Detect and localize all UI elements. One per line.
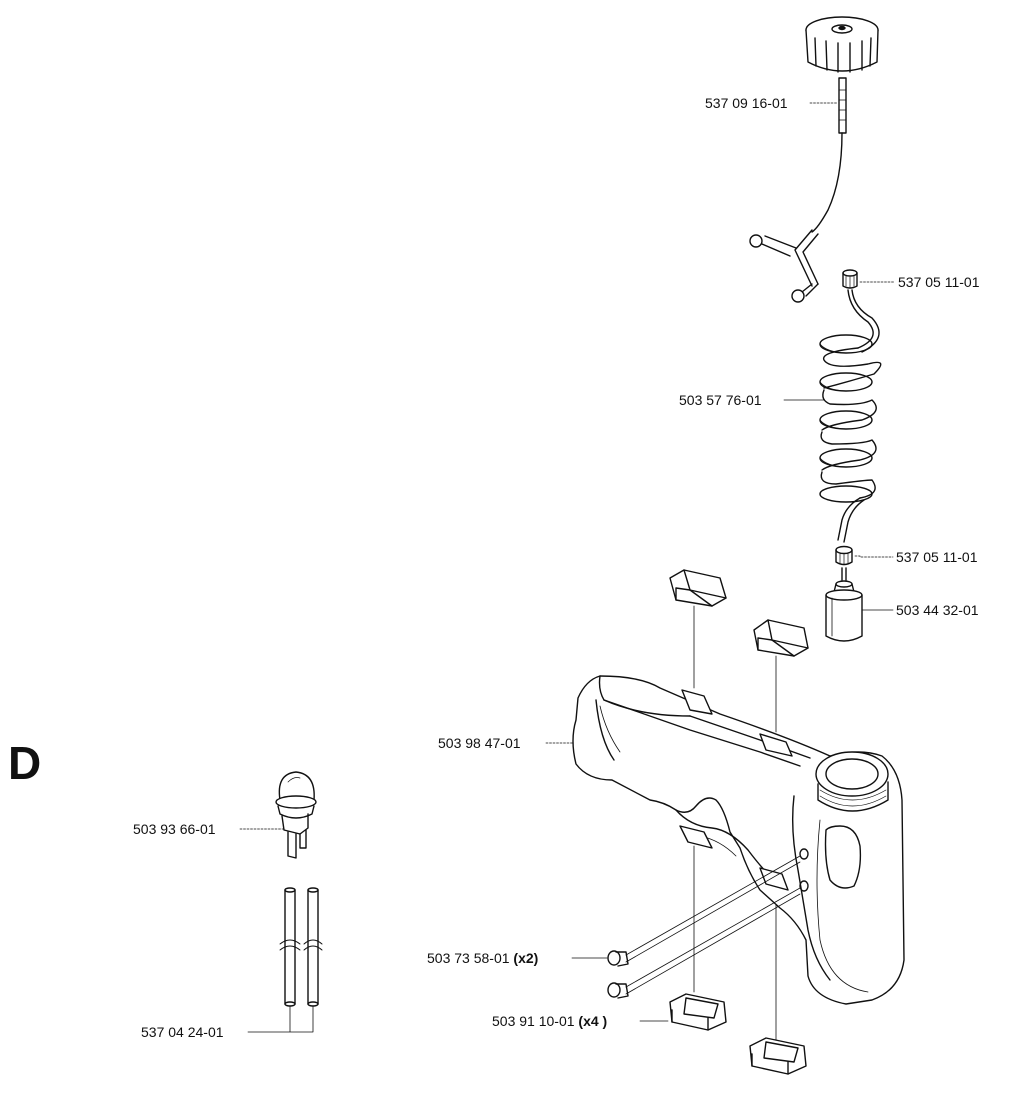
screws-drawing — [607, 855, 801, 999]
label-pad-number: 503 91 10-01 — [492, 1013, 575, 1029]
label-coil-hose: 503 57 76-01 — [679, 392, 762, 408]
label-screw-qty: (x2) — [513, 950, 539, 966]
coil-hose-drawing — [819, 289, 882, 543]
pad-guide-lines — [693, 605, 777, 1041]
leader-lines — [239, 102, 896, 1033]
label-tank: 503 98 47-01 — [438, 735, 521, 751]
label-primer: 503 93 66-01 — [133, 821, 216, 837]
fuel-lines-drawing — [279, 887, 323, 1007]
grommet-bottom-drawing — [835, 545, 853, 566]
label-filter: 503 44 32-01 — [896, 602, 979, 618]
fuel-cap-drawing — [805, 16, 879, 233]
primer-bulb-drawing — [275, 771, 317, 859]
label-fuel-cap: 537 09 16-01 — [705, 95, 788, 111]
label-fuel-line: 537 04 24-01 — [141, 1024, 224, 1040]
pad-bottom-right-drawing — [749, 1037, 807, 1075]
label-screw-number: 503 73 58-01 — [427, 950, 510, 966]
grommet-top-drawing — [842, 269, 858, 289]
pad-top-left-drawing — [669, 569, 727, 607]
label-pad: 503 91 10-01 (x4 ) — [492, 1013, 607, 1029]
fuel-tank-drawing — [572, 675, 905, 1005]
fuel-filter-drawing — [825, 567, 863, 642]
label-grommet-bottom: 537 05 11-01 — [896, 549, 978, 565]
pad-top-right-drawing — [753, 619, 809, 657]
pad-bottom-left-drawing — [669, 993, 727, 1031]
section-letter: D — [8, 737, 42, 789]
label-pad-qty: (x4 ) — [578, 1013, 608, 1029]
vent-fitting-drawing — [749, 229, 819, 303]
label-screw: 503 73 58-01 (x2) — [427, 950, 538, 966]
label-grommet-top: 537 05 11-01 — [898, 274, 980, 290]
